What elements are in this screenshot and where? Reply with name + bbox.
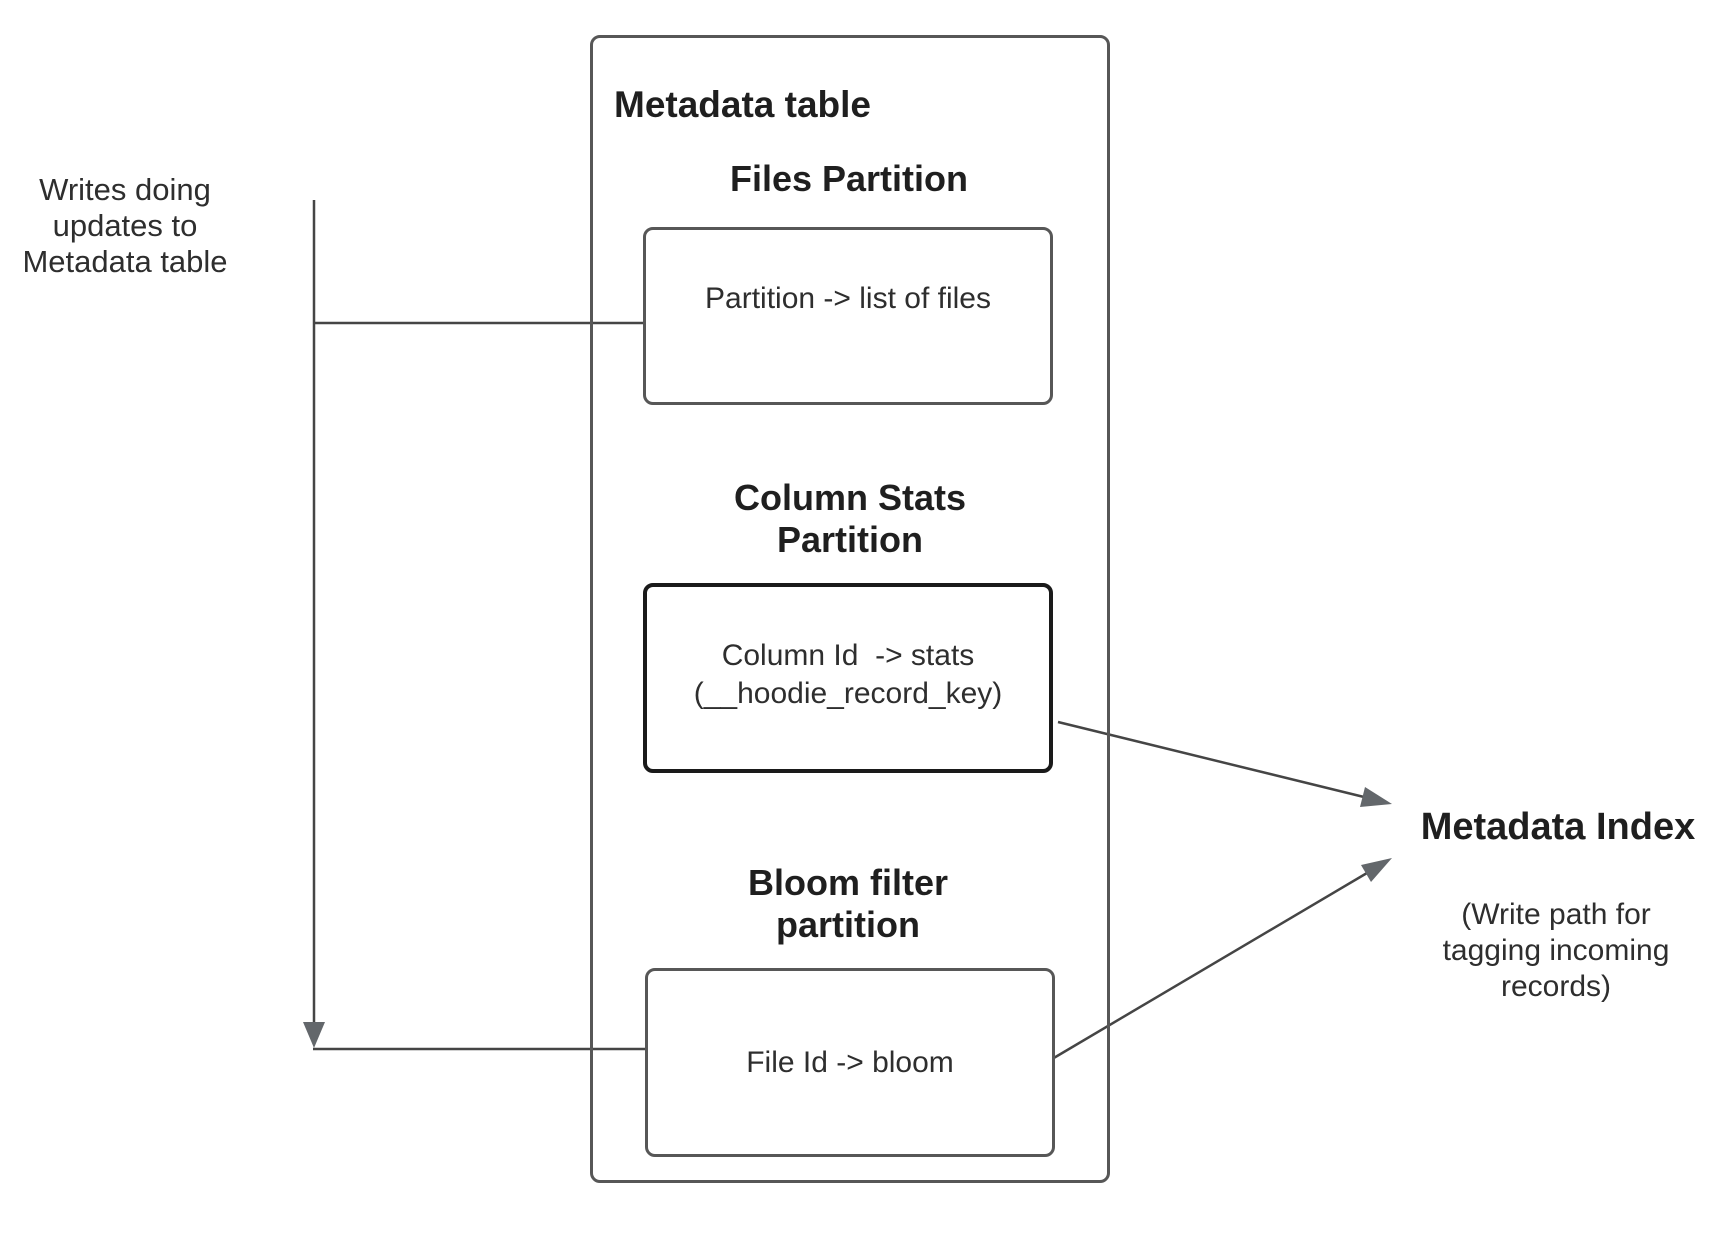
- metadata-index-note: (Write path for tagging incoming records…: [1396, 897, 1716, 1005]
- writes-note-line: Writes doing: [39, 172, 211, 207]
- metadata-index-note-line: records): [1500, 970, 1612, 1003]
- files-partition-box: Partition -> list of files: [643, 227, 1053, 405]
- stats-to-index-arrowhead-icon: [1360, 787, 1392, 807]
- metadata-index-note-line: tagging incoming: [1442, 934, 1670, 967]
- files-partition-body: Partition -> list of files: [705, 282, 991, 315]
- bloom-to-index-arrowhead-icon: [1361, 858, 1392, 882]
- bloom-partition-box: File Id -> bloom: [645, 968, 1055, 1157]
- metadata-table-title: Metadata table: [614, 84, 872, 125]
- bloom-heading-line: partition: [776, 904, 920, 945]
- metadata-index-note-line: (Write path for: [1461, 898, 1651, 931]
- bloom-partition-heading: Bloom filter partition: [648, 862, 1048, 946]
- column-stats-partition-heading: Column Stats Partition: [650, 477, 1050, 561]
- column-stats-heading-line: Column Stats: [733, 477, 966, 518]
- column-stats-body-line: (__hoodie_record_key): [693, 677, 1003, 710]
- bloom-heading-line: Bloom filter: [747, 862, 948, 903]
- column-stats-body-line: Column Id -> stats: [721, 639, 975, 672]
- writes-note-line: updates to: [52, 208, 198, 243]
- column-stats-partition-box: Column Id -> stats (__hoodie_record_key): [643, 583, 1053, 773]
- writes-note-line: Metadata table: [22, 244, 228, 279]
- metadata-table-box: [590, 35, 1110, 1183]
- writes-note: Writes doing updates to Metadata table: [10, 172, 240, 280]
- files-partition-heading: Files Partition: [729, 158, 969, 199]
- down-arrowhead-icon: [303, 1022, 325, 1048]
- column-stats-heading-line: Partition: [776, 519, 923, 560]
- metadata-index-title: Metadata Index: [1420, 806, 1696, 848]
- bloom-partition-body: File Id -> bloom: [746, 1045, 954, 1079]
